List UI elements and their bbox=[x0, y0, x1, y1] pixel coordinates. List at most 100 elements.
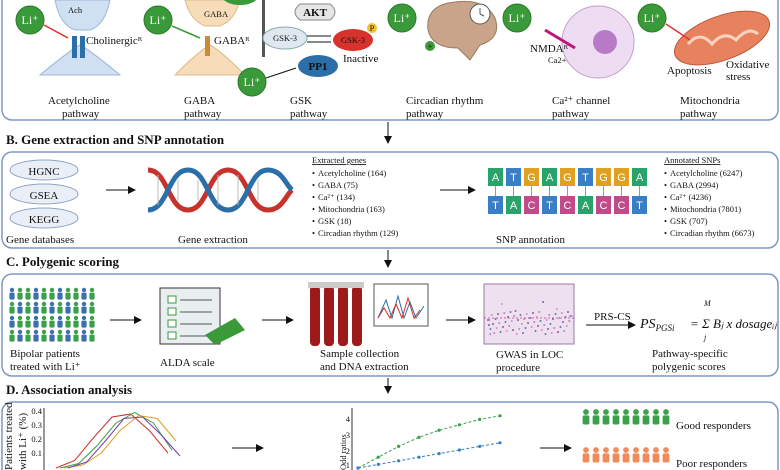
chart2-ylabel: Odd ratios bbox=[338, 434, 348, 470]
chart1-ytick: 0.3 bbox=[31, 420, 42, 430]
person-icon bbox=[73, 287, 79, 293]
svg-text:GSK-3: GSK-3 bbox=[273, 33, 297, 43]
snp-base bbox=[506, 196, 521, 214]
gwas-point bbox=[543, 324, 546, 326]
gwas-point bbox=[547, 328, 549, 330]
snp-base bbox=[524, 168, 539, 186]
gwas-point bbox=[530, 326, 533, 328]
gwas-point bbox=[510, 320, 513, 322]
gwas-point bbox=[497, 313, 499, 315]
acetylcholine-illustration: Li⁺ Ach Cholinergicᴿ bbox=[15, 0, 143, 76]
snp-base bbox=[596, 196, 611, 214]
person-icon bbox=[89, 306, 95, 314]
snp-base bbox=[578, 196, 593, 214]
person-icon bbox=[652, 453, 660, 463]
person-icon bbox=[582, 453, 590, 463]
person-icon bbox=[41, 301, 47, 307]
svg-text:Extracted genes: Extracted genes bbox=[312, 155, 366, 165]
gwas-point bbox=[550, 332, 553, 334]
person-icon bbox=[49, 301, 55, 307]
gwas-point bbox=[500, 303, 503, 305]
person-icon bbox=[612, 453, 620, 463]
person-icon bbox=[623, 447, 629, 453]
snp-base bbox=[560, 196, 575, 214]
extracted-item: •Circadian rhythm (129) bbox=[312, 228, 398, 238]
chart1-ytick: 0.1 bbox=[31, 448, 42, 458]
lithium-ion-4 bbox=[387, 3, 417, 33]
gwas-point bbox=[563, 330, 566, 332]
svg-text:= Σ Bⱼ x dosageᵢⱼ: = Σ Bⱼ x dosageᵢⱼ bbox=[690, 316, 777, 331]
pathway-labels: Acetylcholine pathway GABA pathway GSK p… bbox=[48, 95, 740, 120]
svg-text:M: M bbox=[703, 299, 712, 308]
snp-base-label: G bbox=[563, 172, 572, 184]
person-icon bbox=[73, 292, 79, 300]
snp-base bbox=[596, 168, 611, 186]
snp-base-label: T bbox=[636, 200, 643, 212]
svg-text:stress: stress bbox=[726, 71, 750, 83]
person-icon bbox=[33, 334, 39, 342]
person-icon bbox=[41, 320, 47, 328]
svg-text:j: j bbox=[703, 333, 707, 342]
person-icon bbox=[17, 329, 23, 335]
person-icon bbox=[57, 292, 63, 300]
person-icon bbox=[81, 301, 87, 307]
person-icon bbox=[81, 320, 87, 328]
person-icon bbox=[653, 447, 659, 453]
pathway-label: GABA bbox=[184, 95, 215, 107]
gwas-point bbox=[527, 322, 529, 324]
distribution-series-line bbox=[67, 416, 181, 469]
person-icon bbox=[73, 301, 79, 307]
pathway-label: Acetylcholine bbox=[48, 95, 110, 107]
person-icon bbox=[41, 287, 47, 293]
circadian-illustration: Li⁺ + bbox=[387, 0, 498, 61]
person-icon bbox=[89, 315, 95, 321]
gwas-point bbox=[570, 315, 573, 317]
section-c-frame bbox=[1, 273, 779, 377]
person-icon bbox=[583, 447, 589, 453]
person-icon bbox=[73, 315, 79, 321]
pathway-label: GSK bbox=[290, 95, 312, 107]
person-icon bbox=[41, 329, 47, 335]
person-icon bbox=[89, 320, 95, 328]
person-icon bbox=[89, 301, 95, 307]
snp-base bbox=[542, 196, 557, 214]
person-icon bbox=[633, 409, 639, 415]
section-a-frame bbox=[1, 0, 779, 121]
person-icon bbox=[663, 409, 669, 415]
chart1-ylabel: Patients treated bbox=[3, 402, 15, 470]
snp-base-label: C bbox=[528, 200, 536, 212]
person-icon bbox=[612, 415, 620, 425]
pathway-label: Circadian rhythm bbox=[406, 95, 484, 107]
svg-text:Li⁺: Li⁺ bbox=[150, 13, 167, 27]
snp-base-label: T bbox=[546, 200, 553, 212]
person-icon bbox=[65, 287, 71, 293]
calcium-channel-illustration: Li⁺ NMDAᴿ Ca2+ bbox=[502, 3, 635, 79]
person-icon bbox=[662, 453, 670, 463]
plus-icon bbox=[425, 41, 435, 51]
chart2-ytick: 1 bbox=[346, 460, 350, 470]
gwas-point bbox=[555, 308, 558, 310]
person-icon bbox=[632, 453, 640, 463]
gwas-point bbox=[552, 318, 554, 320]
person-icon bbox=[89, 334, 95, 342]
good-responders-label: Good responders bbox=[676, 420, 751, 432]
gwas-point bbox=[535, 316, 538, 318]
snp-base bbox=[488, 168, 503, 186]
person-icon bbox=[49, 315, 55, 321]
extracted-item: •Mitochondria (163) bbox=[312, 204, 385, 214]
person-icon bbox=[9, 301, 15, 307]
bipolar-patients-icon bbox=[9, 287, 95, 342]
person-icon bbox=[592, 453, 600, 463]
responders-icon bbox=[582, 409, 670, 463]
person-icon bbox=[81, 287, 87, 293]
distribution-series-line bbox=[63, 414, 177, 469]
distribution-series-line bbox=[59, 411, 173, 469]
snp-base-label: G bbox=[617, 172, 626, 184]
person-icon bbox=[642, 415, 650, 425]
person-icon bbox=[25, 315, 31, 321]
person-icon bbox=[49, 306, 55, 314]
svg-text:PSPGSi: PSPGSi bbox=[639, 317, 675, 333]
patients-caption: Bipolar patients bbox=[10, 348, 80, 360]
snp-base bbox=[506, 168, 521, 186]
person-icon bbox=[49, 287, 55, 293]
